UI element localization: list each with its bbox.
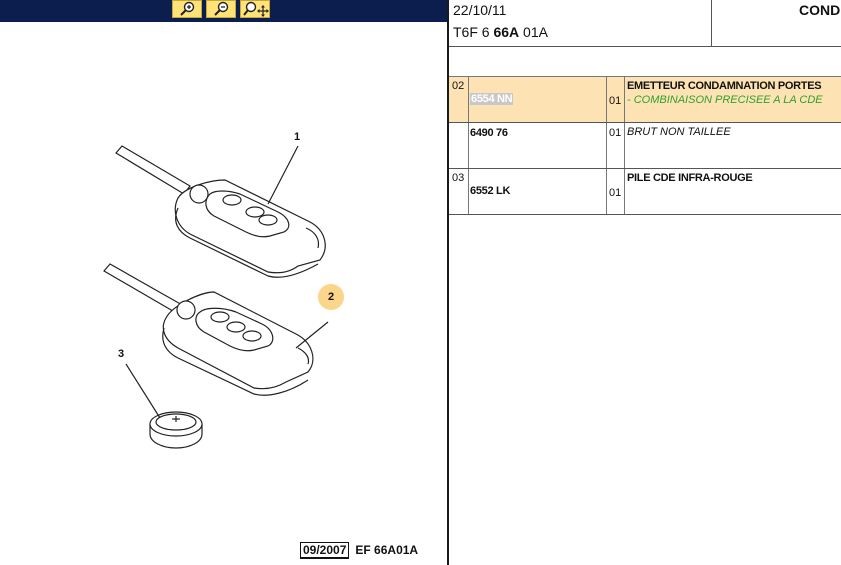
row-note: - COMBINAISON PRECISEE A LA CDE <box>627 94 823 106</box>
row-qty: 01 <box>609 95 622 107</box>
table-row[interactable]: 02 6554 NN 01 EMETTEUR CONDAMNATION PORT… <box>449 77 841 123</box>
zoom-pan-button[interactable] <box>240 0 270 18</box>
row-desc: EMETTEUR CONDAMNATION PORTES <box>627 80 822 92</box>
zoom-out-button[interactable] <box>206 0 236 18</box>
cell-ref: 6552 LK <box>469 169 607 214</box>
callout-3[interactable]: 3 <box>118 348 125 360</box>
header-spacer <box>449 46 841 78</box>
zoom-toolbar <box>0 0 447 22</box>
header-title: COND <box>799 2 841 18</box>
drawing-code: EF 66A01A <box>355 543 419 557</box>
cell-ref: 6554 NN <box>469 77 607 122</box>
row-desc: BRUT NON TAILLEE <box>627 126 731 138</box>
cell-desc: EMETTEUR CONDAMNATION PORTES - COMBINAIS… <box>625 77 841 122</box>
cell-qty: 01 <box>607 169 625 214</box>
cell-pos: 03 <box>449 169 469 214</box>
table-row[interactable]: 03 6552 LK 01 PILE CDE INFRA-ROUGE <box>449 169 841 215</box>
illustration-pane: 1 2 3 09/2007 EF 66A01A <box>0 0 447 559</box>
ref-suffix: 01A <box>519 24 548 40</box>
row-pos: 02 <box>452 80 465 92</box>
callout-1[interactable]: 1 <box>294 131 301 143</box>
row-qty: 01 <box>609 127 622 139</box>
drawing-date: 09/2007 <box>300 542 350 559</box>
row-ref[interactable]: 6554 NN <box>470 93 514 105</box>
header-date: 22/10/11 <box>453 2 507 18</box>
header-divider <box>711 0 712 46</box>
zoom-pan-icon <box>243 1 269 17</box>
parts-list-pane: 22/10/11 T6F 6 66A 01A COND 02 6554 NN 0… <box>449 0 841 565</box>
pane-divider[interactable] <box>447 0 449 565</box>
zoom-out-icon <box>214 1 229 16</box>
cell-ref: 6490 76 <box>469 123 607 168</box>
row-ref[interactable]: 6552 LK <box>470 185 511 197</box>
row-desc: PILE CDE INFRA-ROUGE <box>627 172 753 184</box>
row-pos: 03 <box>452 172 465 184</box>
drawing-footer: 09/2007 EF 66A01A <box>300 542 419 559</box>
callout-2-highlighted[interactable]: 2 <box>318 284 344 310</box>
header-reference: T6F 6 66A 01A <box>453 24 548 40</box>
zoom-in-button[interactable] <box>172 0 202 18</box>
zoom-in-icon <box>180 1 195 16</box>
cell-pos: 02 <box>449 77 469 122</box>
cell-desc: BRUT NON TAILLEE <box>625 123 841 168</box>
table-row[interactable]: 6490 76 01 BRUT NON TAILLEE <box>449 123 841 169</box>
cell-desc: PILE CDE INFRA-ROUGE <box>625 169 841 214</box>
parts-header: 22/10/11 T6F 6 66A 01A COND <box>449 0 841 47</box>
parts-drawing <box>103 145 329 449</box>
row-qty: 01 <box>609 187 622 199</box>
cell-qty: 01 <box>607 123 625 168</box>
row-ref[interactable]: 6490 76 <box>470 127 508 139</box>
cell-qty: 01 <box>607 77 625 122</box>
ref-prefix: T6F 6 <box>453 24 494 40</box>
cell-pos <box>449 123 469 168</box>
ref-bold: 66A <box>493 24 520 40</box>
